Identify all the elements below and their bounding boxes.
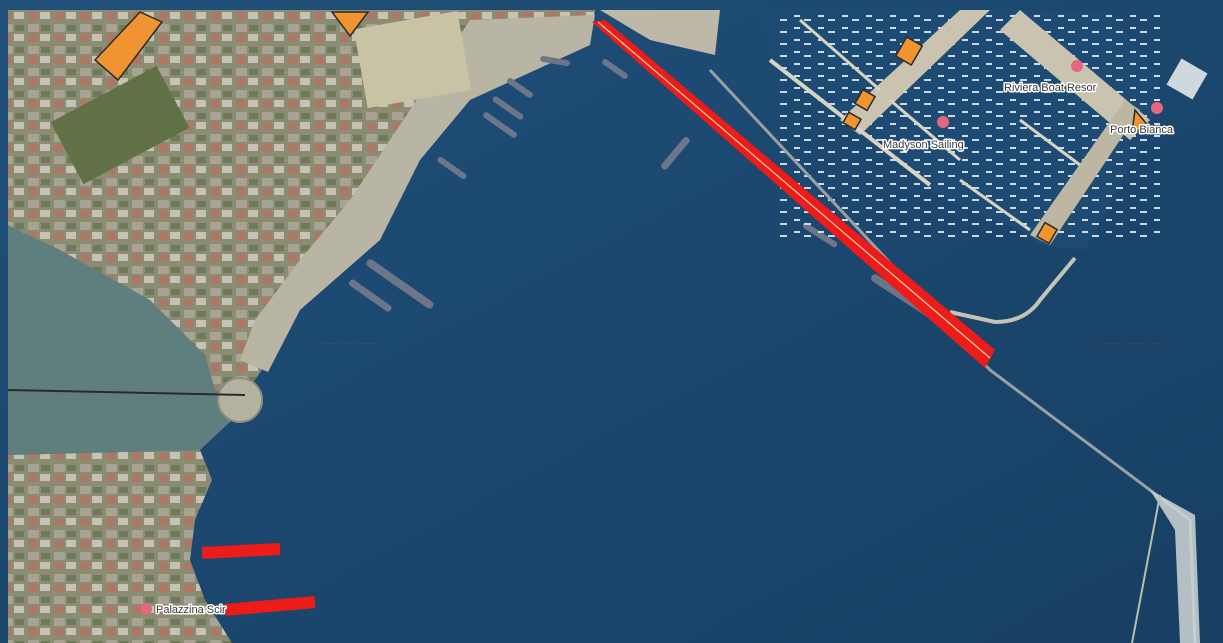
land-south <box>8 450 232 643</box>
poi-label: Porto Bianca <box>1110 124 1174 136</box>
poi-porto-bianca[interactable]: Porto Bianca <box>1109 102 1175 138</box>
poi-riviera-boat-resort[interactable]: Riviera Boat Resor <box>1003 60 1098 96</box>
tether-line <box>1131 494 1161 643</box>
pier-centerline <box>597 21 991 359</box>
sport-field <box>353 11 472 109</box>
faint-mark-left: ◌ ········ ······ ······· <box>312 339 379 348</box>
red-highlight-south-pier-2 <box>224 596 316 616</box>
poi-label: Madyson Sailing <box>883 139 964 151</box>
faint-mark-right: ◌ ········ ······ ······· <box>1098 339 1165 348</box>
breakwater-rocks <box>1150 490 1200 643</box>
red-highlight-main-pier <box>592 20 995 368</box>
poi-palazzina-scir[interactable]: Palazzina Scir <box>140 603 228 618</box>
map-pin-icon <box>937 116 949 128</box>
park-green <box>50 65 190 185</box>
quay-apron <box>240 15 595 372</box>
canal-line <box>7 389 246 396</box>
poi-label: Palazzina Scir <box>156 604 226 616</box>
orange-building-highlights <box>93 11 1152 245</box>
map-pin-icon <box>140 603 152 615</box>
canal-water <box>8 215 240 455</box>
red-pier-highlights <box>201 20 995 616</box>
breakwater-curve <box>949 256 1077 325</box>
map-pin-icon <box>1151 102 1163 114</box>
roundabout <box>217 377 263 423</box>
map-pin-icon <box>1071 60 1083 72</box>
marina-area <box>600 10 1208 250</box>
red-highlight-south-pier-1 <box>201 542 281 560</box>
poi-label: Riviera Boat Resor <box>1004 82 1097 94</box>
poi-madyson-sailing[interactable]: Madyson Sailing <box>882 116 965 153</box>
